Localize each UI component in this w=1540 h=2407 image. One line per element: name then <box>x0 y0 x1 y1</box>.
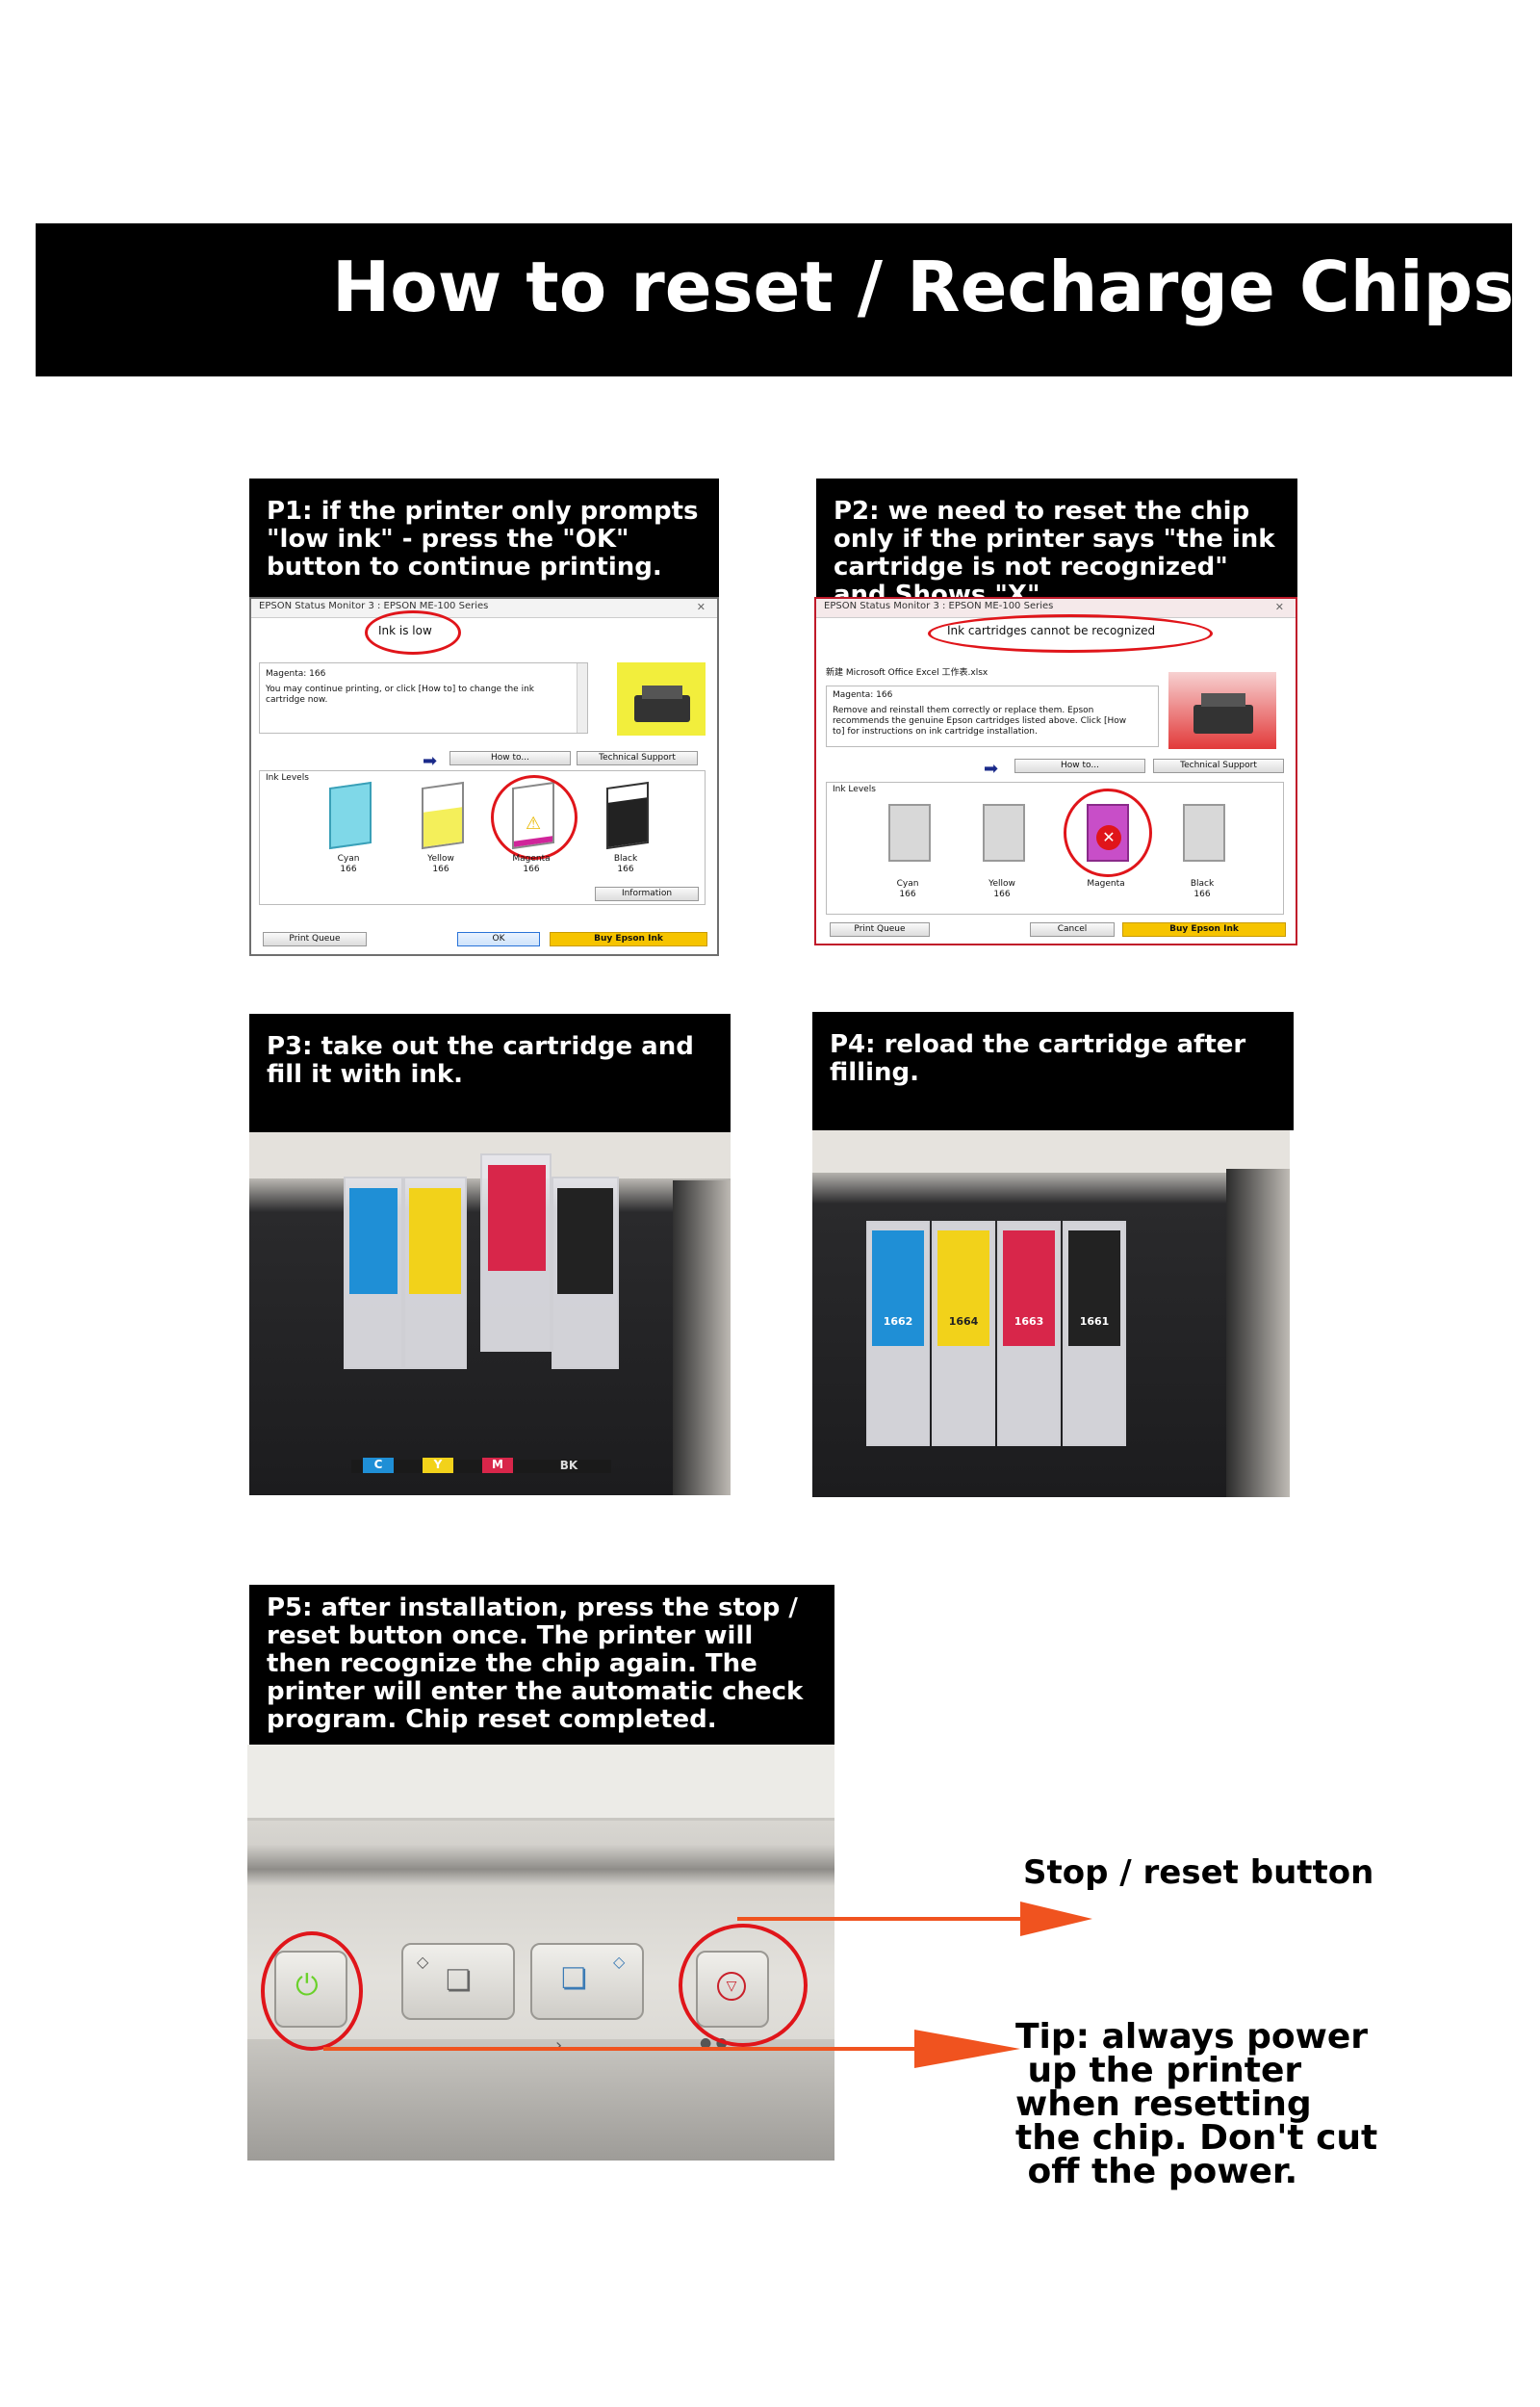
p1-window-titlebar: EPSON Status Monitor 3 : EPSON ME-100 Se… <box>251 599 717 618</box>
p4-code: 1664 <box>948 1315 979 1328</box>
p2-status-monitor-window: EPSON Status Monitor 3 : EPSON ME-100 Se… <box>814 597 1297 945</box>
step-p5-caption: P5: after installation, press the stop /… <box>249 1585 834 1745</box>
copy-bw-button[interactable]: ◇ ❏ <box>401 1943 515 2020</box>
p2-detail-body: Remove and reinstall them correctly or r… <box>833 706 1127 737</box>
p1-magenta-highlight <box>491 775 578 860</box>
p4-code: 1663 <box>1014 1315 1044 1328</box>
p3-cyan-cartridge <box>344 1177 403 1369</box>
p3-magenta-cartridge <box>480 1153 552 1352</box>
p4-code: 1662 <box>883 1315 913 1328</box>
p2-cancel-button[interactable]: Cancel <box>1030 922 1115 937</box>
p1-detail-body: You may continue printing, or click [How… <box>266 685 534 705</box>
p3-yellow-cartridge <box>403 1177 467 1369</box>
p1-message-highlight <box>365 610 461 655</box>
p2-window-title: EPSON Status Monitor 3 : EPSON ME-100 Se… <box>824 601 1054 611</box>
p4-printer-photo: 1662 1664 1663 1661 <box>812 1130 1290 1497</box>
p4-cyan-cartridge: 1662 <box>866 1221 930 1446</box>
strip-m: M <box>482 1458 513 1473</box>
power-button-highlight <box>261 1931 363 2051</box>
p2-buy-epson-ink-button[interactable]: Buy Epson Ink <box>1122 922 1286 937</box>
diamond-icon: ◇ <box>613 1953 626 1971</box>
p2-detail-title: Magenta: 166 <box>833 690 893 700</box>
stop-button-highlight <box>679 1924 808 2047</box>
p1-technical-support-button[interactable]: Technical Support <box>577 751 698 765</box>
p1-ink-levels-label: Ink Levels <box>266 773 309 783</box>
p3-color-strip: C Y M BK <box>351 1458 611 1473</box>
p3-black-cartridge <box>552 1177 619 1369</box>
p1-printer-image <box>617 662 706 736</box>
p2-how-to-button[interactable]: How to... <box>1014 759 1145 773</box>
step-p4-caption: P4: reload the cartridge after filling. <box>812 1012 1294 1130</box>
diamond-icon: ◇ <box>417 1953 429 1971</box>
stop-reset-label: Stop / reset button <box>1023 1853 1374 1892</box>
close-icon[interactable]: ✕ <box>696 601 706 613</box>
p2-yellow-cartridge-icon <box>983 804 1025 862</box>
stop-arrow-head <box>1020 1902 1092 1936</box>
p3-printer-photo: C Y M BK <box>249 1132 731 1495</box>
arrow-right-icon: ➡ <box>423 751 438 771</box>
strip-c: C <box>363 1458 394 1473</box>
p2-ink-levels-label: Ink Levels <box>833 785 876 794</box>
p1-window-title: EPSON Status Monitor 3 : EPSON ME-100 Se… <box>259 601 489 611</box>
p2-cyan-cartridge-icon <box>888 804 931 862</box>
strip-y: Y <box>423 1458 453 1473</box>
p2-black-cartridge-icon <box>1183 804 1225 862</box>
page-title: How to reset / Recharge Chips <box>332 246 1515 327</box>
p4-black-cartridge: 1661 <box>1063 1221 1126 1446</box>
chevron-right-icon: › <box>555 2035 563 2056</box>
p2-printer-error-image <box>1168 672 1276 749</box>
p1-information-button[interactable]: Information <box>595 887 699 901</box>
p2-magenta-highlight <box>1064 789 1152 877</box>
p2-print-queue-button[interactable]: Print Queue <box>830 922 930 937</box>
p2-file-line: 新建 Microsoft Office Excel 工作表.xlsx <box>826 668 988 678</box>
close-icon[interactable]: ✕ <box>1274 601 1284 613</box>
p1-print-queue-button[interactable]: Print Queue <box>263 932 367 946</box>
p2-message-highlight <box>928 614 1213 653</box>
p4-code: 1661 <box>1079 1315 1110 1328</box>
document-stack-icon: ❏ <box>446 1964 472 1998</box>
document-color-icon: ❏ <box>561 1962 587 1996</box>
p1-detail-scrollbar[interactable] <box>577 663 587 733</box>
p2-technical-support-button[interactable]: Technical Support <box>1153 759 1284 773</box>
arrow-right-icon: ➡ <box>984 759 999 779</box>
p4-yellow-cartridge: 1664 <box>932 1221 995 1446</box>
step-p3-caption: P3: take out the cartridge and fill it w… <box>249 1014 731 1132</box>
p4-magenta-cartridge: 1663 <box>997 1221 1061 1446</box>
strip-bk: BK <box>559 1459 578 1472</box>
p1-buy-epson-ink-button[interactable]: Buy Epson Ink <box>550 932 707 946</box>
p2-detail-panel: Magenta: 166 Remove and reinstall them c… <box>826 686 1159 747</box>
tip-arrow-head <box>914 2030 1020 2068</box>
header-banner: How to reset / Recharge Chips <box>36 223 1515 376</box>
tip-text: Tip: always power up the printer when re… <box>1015 2017 1378 2191</box>
p1-status-monitor-window: EPSON Status Monitor 3 : EPSON ME-100 Se… <box>249 597 719 956</box>
p1-ok-button[interactable]: OK <box>457 932 540 946</box>
copy-color-button[interactable]: ❏ ◇ <box>530 1943 644 2020</box>
p5-control-panel-photo: ⏻ ◇ ❏ ❏ ◇ ▽ › ● ● <box>247 1745 834 2161</box>
step-p1-caption: P1: if the printer only prompts "low ink… <box>249 479 719 597</box>
p1-detail-title: Magenta: 166 <box>266 669 326 679</box>
p1-how-to-button[interactable]: How to... <box>449 751 571 765</box>
p2-cart-label: Magenta <box>1087 879 1125 889</box>
p1-detail-panel: Magenta: 166 You may continue printing, … <box>259 662 588 734</box>
